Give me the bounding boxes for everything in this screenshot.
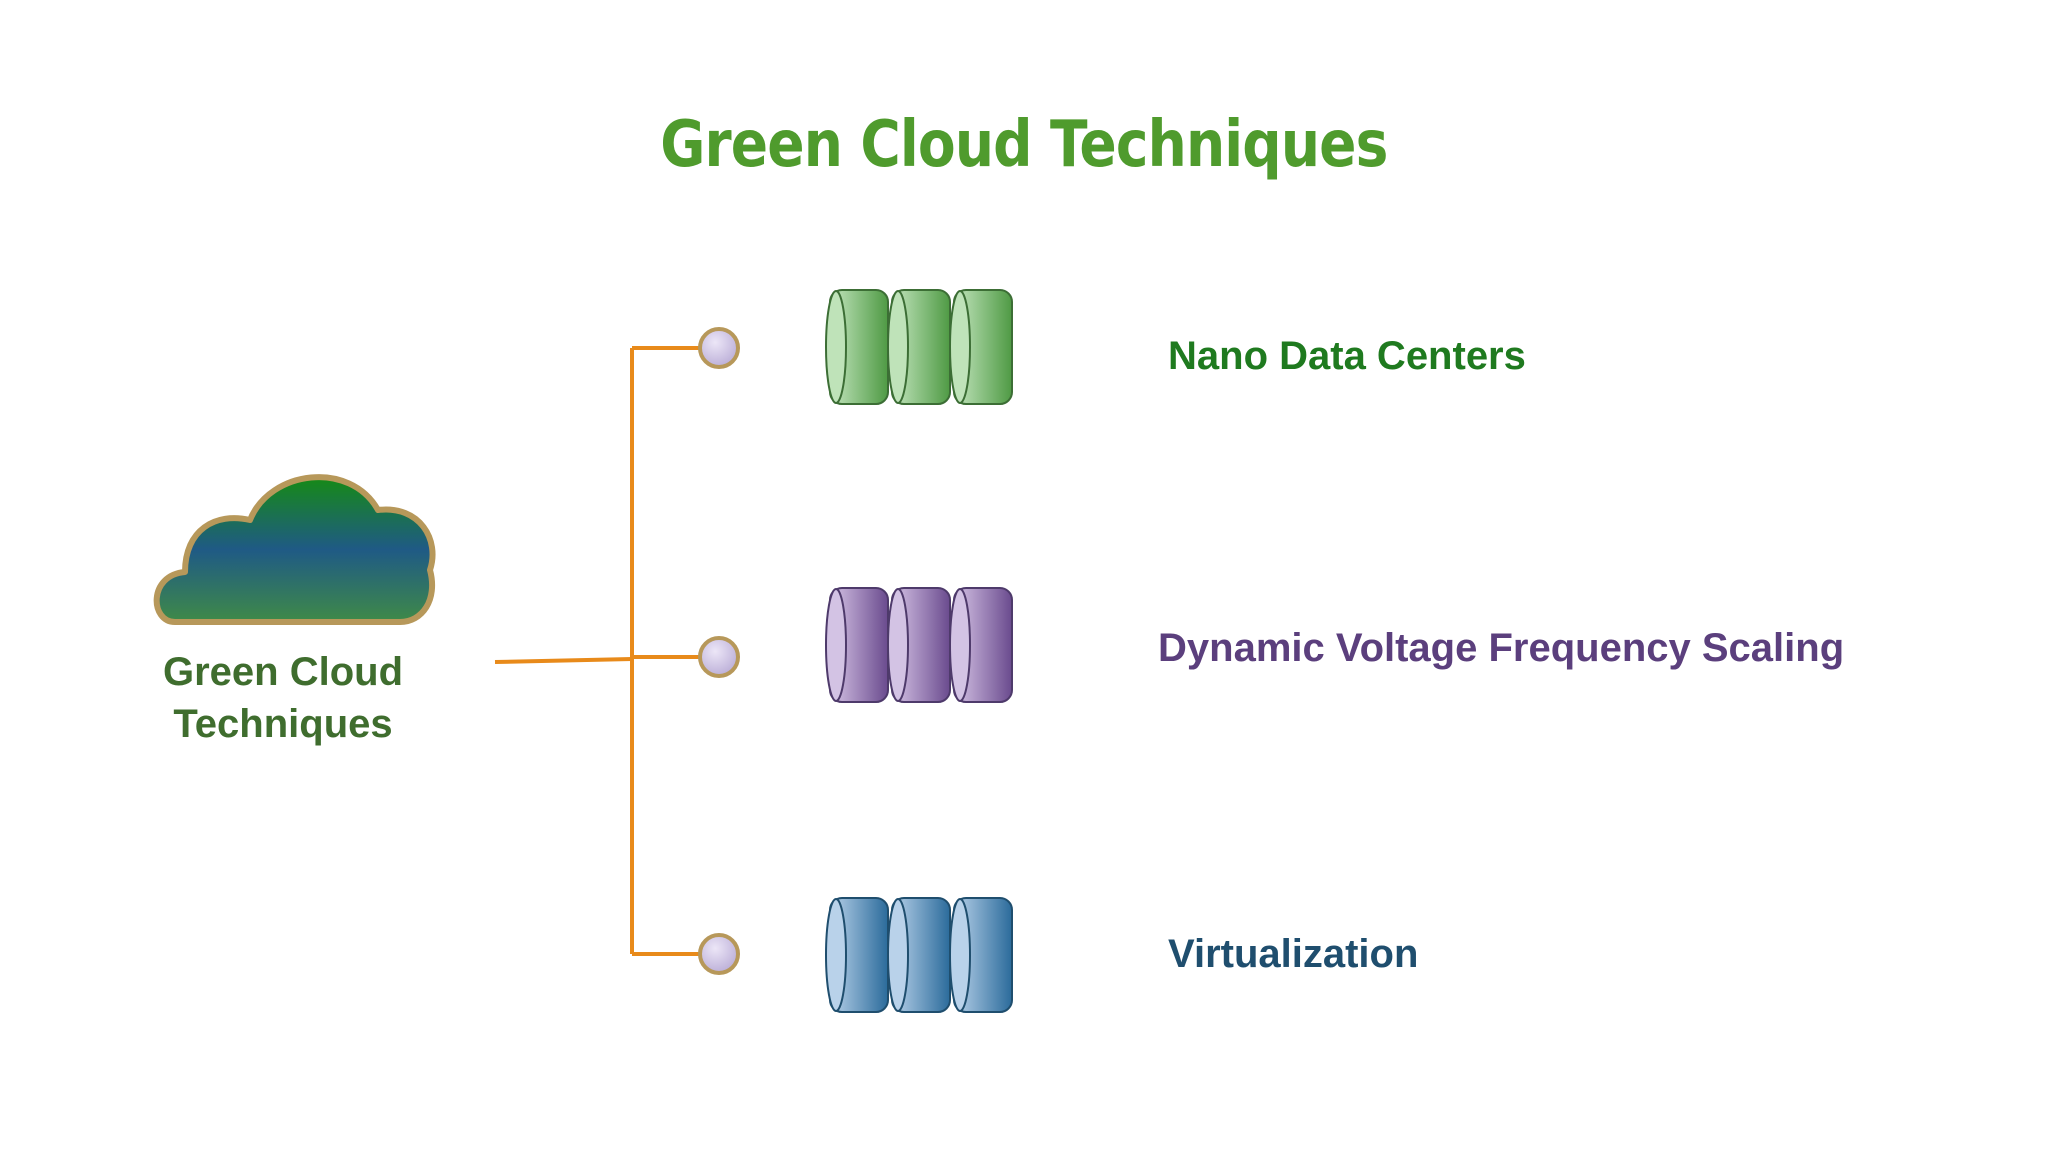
server-stack-icon <box>825 289 1013 405</box>
connector-lines <box>494 346 700 956</box>
branch-label-nano-data-centers: Nano Data Centers <box>1168 334 1526 378</box>
branch-label-virtualization: Virtualization <box>1168 932 1419 976</box>
branch-node-1 <box>698 327 740 369</box>
server-stack-icon <box>825 897 1013 1013</box>
root-label-line2: Techniques <box>173 702 393 746</box>
stack-blue <box>825 897 1013 1013</box>
branch-node-2 <box>698 636 740 678</box>
root-label: Green Cloud Techniques <box>123 646 443 750</box>
diagram-title: Green Cloud Techniques <box>660 108 1388 182</box>
server-stack-icon <box>825 587 1013 703</box>
root-connector <box>494 657 633 664</box>
stack-purple <box>825 587 1013 703</box>
root-label-line1: Green Cloud <box>162 650 404 694</box>
stack-green <box>825 289 1013 405</box>
branch-label-dvfs: Dynamic Voltage Frequency Scaling <box>1158 626 1845 670</box>
branch-node-3 <box>698 933 740 975</box>
cloud-icon <box>153 474 436 625</box>
